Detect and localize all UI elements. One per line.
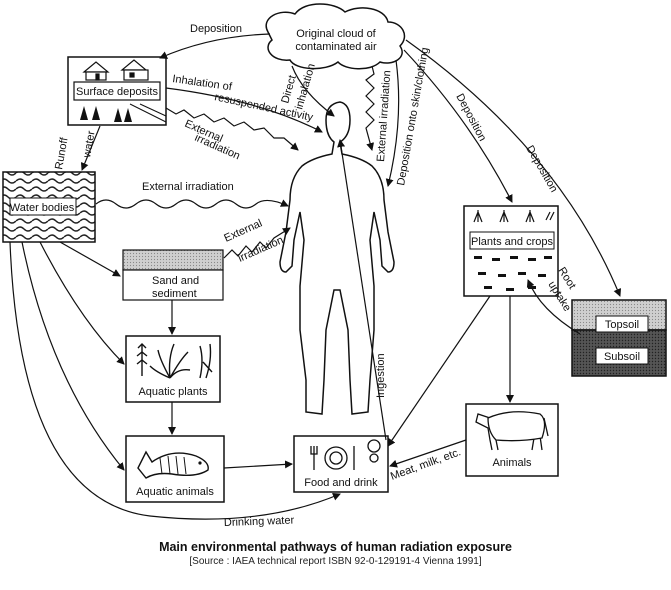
topsoil-label: Topsoil xyxy=(605,319,639,331)
surface-deposits-node: Surface deposits xyxy=(67,56,167,126)
trees-icon xyxy=(80,106,132,122)
arrow-water-external xyxy=(95,199,289,209)
table-setting-icon xyxy=(310,439,381,470)
edge-label-water-external: External irradiation xyxy=(142,181,234,193)
edge-label-sand-external-2: irradiation xyxy=(236,234,285,265)
edge-label-deposition-plants: Deposition xyxy=(453,92,488,144)
arrow-deposition-soil xyxy=(405,39,622,297)
arrow-root-uptake xyxy=(526,279,581,335)
cloud-label-line1: Original cloud of xyxy=(296,28,376,40)
arrow-surface-external xyxy=(165,107,299,151)
arrow-water-aqplants xyxy=(39,241,125,365)
edge-label-sand-external-1: External xyxy=(222,217,264,244)
edge-label-deposition-soil: Deposition xyxy=(523,144,559,195)
edge-label-meat-milk: Meat, milk, etc. xyxy=(389,446,463,483)
cow-icon xyxy=(475,411,549,451)
houses-icon xyxy=(82,59,149,81)
sand-sediment-label-line1: Sand and xyxy=(152,275,199,287)
edge-label-inhalation: inhalation xyxy=(293,62,318,111)
arrow-animals-food xyxy=(389,439,467,468)
aquatic-animals-node: Aquatic animals xyxy=(125,435,225,503)
pathway-arrows xyxy=(9,33,622,520)
animals-label: Animals xyxy=(492,457,532,469)
water-bodies-label: Water bodies xyxy=(10,202,75,214)
cloud-label-line2: contaminated air xyxy=(295,41,377,53)
figure-caption-title: Main environmental pathways of human rad… xyxy=(159,540,512,554)
arrow-aqanimals-food xyxy=(223,460,293,469)
arrow-deposition-skin xyxy=(385,59,400,187)
aquatic-animals-label: Aquatic animals xyxy=(136,486,214,498)
edge-label-runoff: Runoff xyxy=(53,136,71,171)
figure-caption-source: [Source : IAEA technical report ISBN 92-… xyxy=(189,556,482,567)
edge-label-deposition-left: Deposition xyxy=(190,23,242,35)
subsoil-label: Subsoil xyxy=(604,351,640,363)
edge-label-drinking-water: Drinking water xyxy=(224,515,295,529)
plants-crops-label: Plants and crops xyxy=(471,236,553,248)
soil-node: Topsoil Subsoil xyxy=(571,299,667,377)
arrow-drinking-water xyxy=(9,241,341,520)
sand-sediment-label-line2: sediment xyxy=(152,288,197,300)
crops-icon xyxy=(473,210,555,223)
aquatic-plants-node: Aquatic plants xyxy=(125,335,221,403)
arrow-runoff xyxy=(80,125,101,171)
arrow-water-sand xyxy=(59,241,121,277)
arrow-water-aqanimals xyxy=(21,241,125,471)
edge-label-cloud-external: External irradiation xyxy=(375,70,393,162)
arrow-sand-external xyxy=(223,227,291,259)
arrow-plants-food xyxy=(387,295,491,447)
arrow-direct-inhalation xyxy=(291,65,335,117)
food-drink-node: Food and drink xyxy=(293,435,389,493)
aquatic-plants-icon xyxy=(136,343,213,379)
fish-icon xyxy=(137,450,209,479)
animals-node: Animals xyxy=(465,403,559,477)
arrow-cloud-to-surface xyxy=(159,33,271,59)
surface-deposits-label: Surface deposits xyxy=(76,86,158,98)
water-bodies-node: Water bodies xyxy=(2,171,96,243)
arrow-deposition-plants xyxy=(403,49,513,203)
edge-label-deposition-skin: Deposition onto skin/clothing xyxy=(395,47,431,187)
arrow-ingestion xyxy=(337,139,387,441)
sand-sediment-node: Sand and sediment xyxy=(122,249,224,301)
edge-label-water: water xyxy=(81,130,98,160)
arrow-resuspension xyxy=(165,87,323,133)
aquatic-plants-label: Aquatic plants xyxy=(138,386,208,398)
contaminated-air-cloud: Original cloud of contaminated air xyxy=(265,3,406,70)
edge-label-ingestion: Ingestion xyxy=(375,353,387,398)
arrow-cloud-external xyxy=(365,65,375,151)
plants-crops-node: Plants and crops xyxy=(463,205,559,297)
food-drink-label: Food and drink xyxy=(304,477,378,489)
